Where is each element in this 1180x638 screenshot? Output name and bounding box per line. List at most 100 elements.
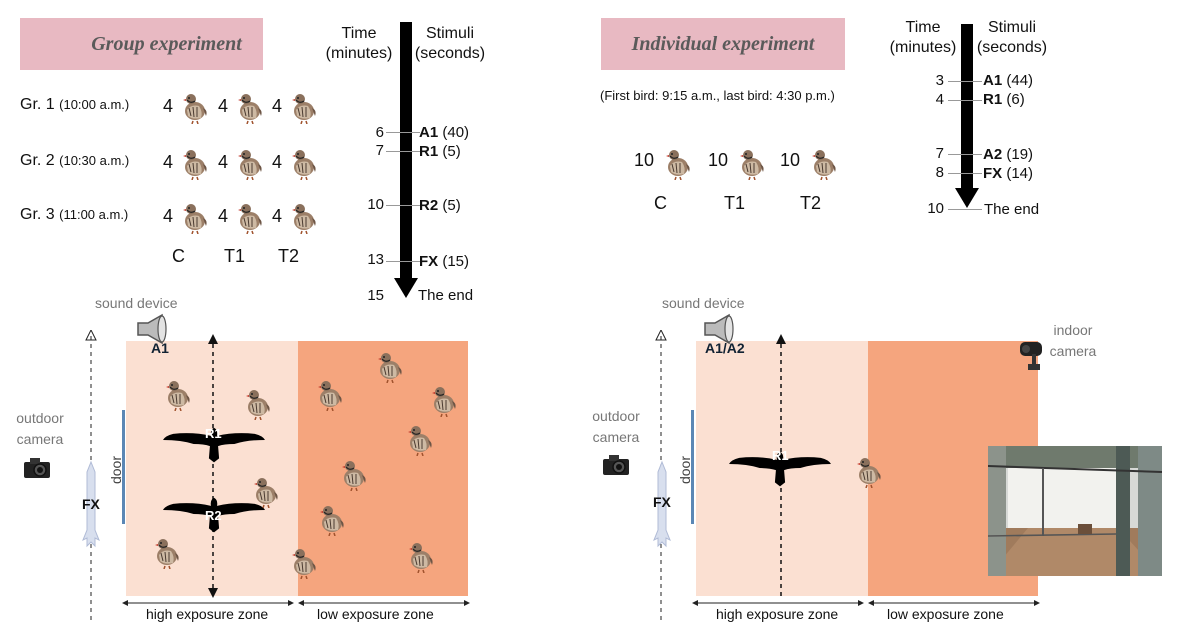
quail-icon xyxy=(236,88,264,124)
timeline-arrow xyxy=(955,24,979,208)
timeline-minute: 6 xyxy=(375,124,384,141)
cctv-icon xyxy=(1016,338,1046,372)
group-row-3-label: Gr. 3 (11:00 a.m.) xyxy=(20,206,129,223)
quail-icon xyxy=(244,384,272,420)
quail-icon xyxy=(236,144,264,180)
quail-icon xyxy=(316,375,344,411)
group-count: 4 xyxy=(272,152,283,172)
camera-icon xyxy=(601,453,631,477)
quail-icon xyxy=(318,500,346,536)
group-count: 4 xyxy=(218,152,229,172)
individual-title: Individual experiment xyxy=(631,32,815,55)
time-header: Time(minutes) xyxy=(889,19,957,56)
fx-label: FX xyxy=(653,494,671,510)
group-row-2-label: Gr. 2 (10:30 a.m.) xyxy=(20,152,130,169)
zone-arrows xyxy=(122,600,470,606)
timeline-tick xyxy=(386,151,420,152)
treatment-label: C xyxy=(172,246,185,266)
sound-device-label: sound device xyxy=(95,295,178,311)
group-count: 4 xyxy=(163,96,174,116)
timeline-arrow xyxy=(394,22,418,298)
timeline-stimulus: A2 (19) xyxy=(983,146,1034,163)
high-exposure-zone xyxy=(126,341,298,596)
stimuli-header: Stimuli(seconds) xyxy=(414,25,486,62)
sound-stimulus-label: A1 xyxy=(151,340,169,356)
timeline-minute: 3 xyxy=(935,72,944,89)
group-count: 4 xyxy=(163,206,174,226)
fx-flight-path xyxy=(85,330,97,620)
timeline-stimulus: R2 (5) xyxy=(419,197,461,214)
quail-icon xyxy=(376,347,404,383)
treatment-label: T2 xyxy=(278,246,300,266)
timeline-tick xyxy=(948,173,982,174)
door xyxy=(691,410,694,524)
treatment-label: T2 xyxy=(800,193,822,213)
quail-icon xyxy=(290,88,318,124)
timeline-minute: 7 xyxy=(375,142,384,159)
quail-icon xyxy=(290,198,318,234)
timeline-tick xyxy=(386,205,420,206)
high-exposure-zone-label: high exposure zone xyxy=(146,606,269,622)
sound-stimulus-label: A1/A2 xyxy=(705,340,745,356)
raptor-flight-path xyxy=(776,334,786,596)
timeline-minute: 15 xyxy=(367,287,384,304)
quail-icon xyxy=(153,533,181,569)
timeline-tick xyxy=(948,100,982,101)
timeline-stimulus: A1 (44) xyxy=(983,72,1034,89)
individual-count: 10 xyxy=(708,150,729,170)
quail-icon xyxy=(340,455,368,491)
door-label: door xyxy=(108,455,125,485)
timeline-stimulus: FX (15) xyxy=(419,253,470,270)
quail-icon xyxy=(181,144,209,180)
fx-flight-path xyxy=(655,330,667,620)
quail-icon xyxy=(855,452,883,488)
timeline-stimulus: FX (14) xyxy=(983,165,1034,182)
timeline-stimulus: R1 (6) xyxy=(983,91,1025,108)
timeline-stimulus: R1 (5) xyxy=(419,143,461,160)
quail-icon xyxy=(407,537,435,573)
group-count: 4 xyxy=(218,96,229,116)
quail-icon xyxy=(738,144,766,180)
individual-title-box: Individual experiment xyxy=(601,18,845,70)
group-row-1-label: Gr. 1 (10:00 a.m.) xyxy=(20,96,130,113)
individual-count: 10 xyxy=(780,150,801,170)
timeline-end: The end xyxy=(984,201,1040,218)
low-exposure-zone-label: low exposure zone xyxy=(887,606,1004,622)
time-header: Time(minutes) xyxy=(325,25,393,62)
group-count: 4 xyxy=(272,96,283,116)
fx-label: FX xyxy=(82,496,100,512)
raptor-r2-label: R2 xyxy=(205,508,222,523)
timeline-minute: 10 xyxy=(927,200,944,217)
timeline-tick xyxy=(948,154,982,155)
treatment-label: T1 xyxy=(724,193,746,213)
quail-icon xyxy=(430,381,458,417)
sound-device-label: sound device xyxy=(662,295,745,311)
group-title-box: Group experiment xyxy=(20,18,263,70)
quail-icon xyxy=(181,88,209,124)
treatment-label: T1 xyxy=(224,246,246,266)
timeline-tick xyxy=(948,81,982,82)
group-count: 4 xyxy=(218,206,229,226)
quail-icon xyxy=(810,144,838,180)
group-count: 4 xyxy=(163,152,174,172)
timeline-minute: 7 xyxy=(935,145,944,162)
stimuli-header: Stimuli(seconds) xyxy=(976,19,1048,56)
raptor-r1-label: R1 xyxy=(205,426,222,441)
individual-time-note: (First bird: 9:15 a.m., last bird: 4:30 … xyxy=(600,88,835,103)
raptor-r1-label: R1 xyxy=(772,448,789,463)
quail-icon xyxy=(252,472,280,508)
low-exposure-zone-label: low exposure zone xyxy=(317,606,434,622)
quail-icon xyxy=(236,198,264,234)
high-exposure-zone-label: high exposure zone xyxy=(716,606,839,622)
group-count: 4 xyxy=(272,206,283,226)
quail-icon xyxy=(181,198,209,234)
quail-icon xyxy=(290,144,318,180)
quail-icon xyxy=(290,543,318,579)
raptor-flight-path xyxy=(208,334,218,598)
group-title: Group experiment xyxy=(91,32,242,55)
quail-icon xyxy=(406,420,434,456)
individual-count: 10 xyxy=(634,150,655,170)
